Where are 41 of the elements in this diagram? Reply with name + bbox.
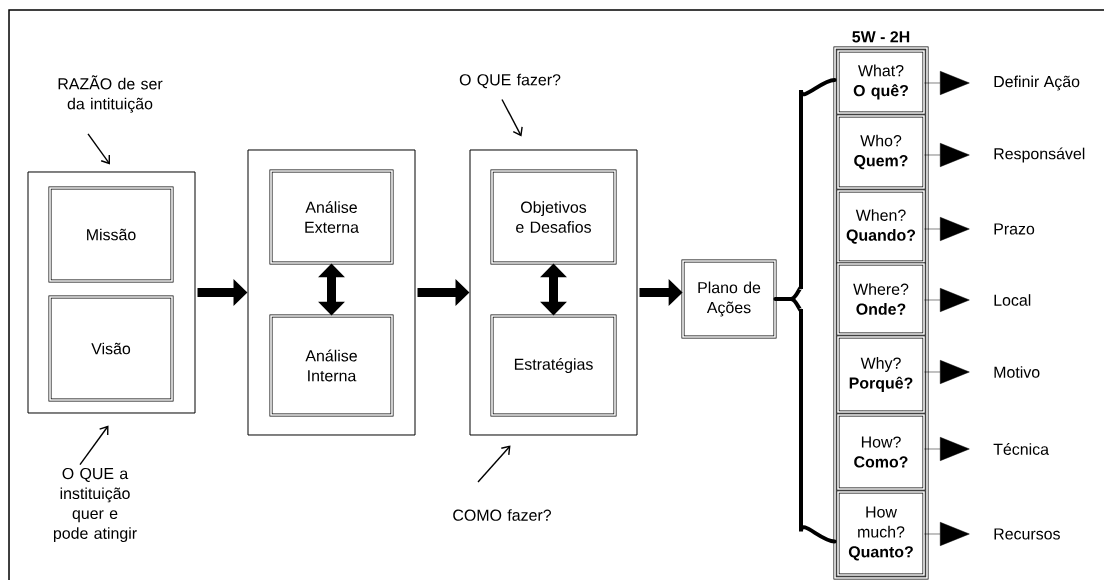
pointer-arrow	[87, 133, 110, 165]
result-text: Definir Ação	[994, 75, 1080, 91]
result-text: Responsável	[994, 147, 1085, 163]
annotation-text: COMO fazer?	[453, 509, 551, 521]
pointer-arrow	[477, 445, 511, 483]
question-box: Why? Porquê?	[836, 335, 926, 414]
pointer-arrow	[79, 425, 109, 466]
group-box	[27, 171, 196, 414]
group-box	[469, 149, 638, 436]
annotation-text: O QUE fazer?	[459, 73, 561, 89]
annotation-text: O QUE a instituição quer e pode atingir	[53, 467, 137, 543]
result-text: Técnica	[993, 443, 1049, 455]
question-box: How? Como?	[836, 413, 926, 491]
process-box: Objetivos e Desafios	[490, 169, 617, 265]
triangle-arrow	[924, 71, 970, 95]
triangle-arrow	[924, 360, 970, 384]
process-box: Visão	[48, 295, 174, 402]
triangle-arrow	[924, 217, 970, 241]
triangle-arrow	[924, 522, 970, 546]
triangle-arrow	[924, 143, 970, 167]
column-heading: 5W - 2H	[852, 31, 910, 43]
question-box: How much? Quanto?	[836, 490, 926, 577]
process-box: Estratégias	[490, 314, 617, 417]
triangle-arrow	[924, 288, 970, 312]
result-text: Local	[994, 294, 1031, 306]
question-box: When? Quando?	[836, 189, 926, 264]
result-text: Recursos	[994, 528, 1060, 540]
process-box: Missão	[48, 186, 174, 283]
pointer-arrow	[501, 98, 523, 137]
question-box: Who? Quem?	[836, 114, 926, 190]
brace	[773, 78, 837, 544]
annotation-text: RAZÃO de ser da intituição	[58, 75, 163, 113]
question-box: What? O quê?	[836, 49, 926, 115]
process-box: Análise Externa	[269, 169, 394, 265]
result-text: Prazo	[994, 223, 1035, 235]
triangle-arrow	[924, 437, 970, 461]
process-box: Análise Interna	[269, 314, 394, 417]
question-box: Where? Onde?	[836, 262, 926, 336]
group-box	[247, 149, 416, 436]
result-text: Motivo	[994, 366, 1040, 378]
process-box: Plano de Ações	[681, 259, 777, 339]
